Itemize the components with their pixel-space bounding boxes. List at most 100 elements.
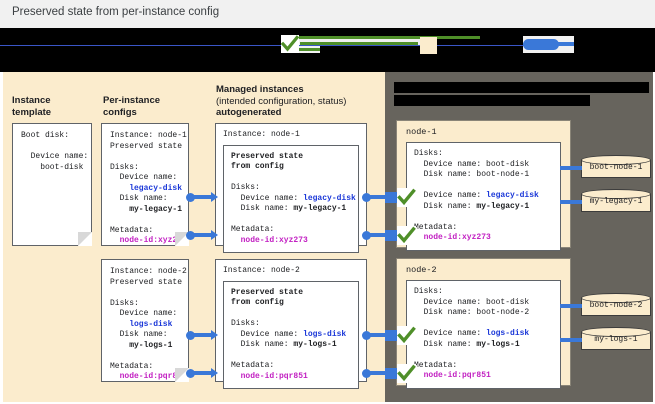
connector-line-node-1-to-boot-disk (560, 166, 582, 170)
device-name-label: Device name: (21, 152, 89, 161)
boot-disk-name: Disk name: boot-node-2 (414, 308, 530, 317)
connector-dot-managed-to-node-disk-2 (362, 331, 371, 340)
legend-green-line-icon-2 (300, 42, 418, 45)
device-name-label: Device name: (110, 173, 178, 182)
column-heading-line-1: Per-instance (103, 95, 161, 106)
node-panel-node-2: node-2 Disks: Device name: boot-disk Dis… (396, 258, 571, 389)
connector-square-managed-to-node-disk-1 (385, 192, 399, 203)
disk-label: boot-node-1 (589, 163, 643, 172)
per-instance-config-text: Instance: node-2 Preserved state Disks: … (102, 260, 188, 390)
instance-header: Instance: node-2 (110, 267, 187, 276)
instance-template-card: Boot disk: Device name: boot-disk (12, 123, 92, 246)
cylinder-top-ellipse (581, 293, 651, 303)
legend-redaction-bar-mid2 (437, 36, 523, 45)
disks-label: Disks: (110, 162, 139, 172)
connector-square-managed-to-node-meta-1 (385, 230, 399, 241)
green-check-icon-node-2-disk (397, 326, 416, 345)
connector-line-managed-to-node-disk-2 (368, 333, 386, 337)
connector-line-config-to-managed-disk-2 (192, 333, 212, 337)
connector-line-config-to-managed-meta-2 (192, 371, 212, 375)
column-heading-line-1: Instance (12, 95, 51, 106)
metadata-value: node-id:pqr851 (414, 371, 491, 380)
connector-square-managed-to-node-disk-2 (385, 330, 399, 341)
managed-instance-card-body: Instance: node-1 Preserved state from co… (216, 124, 366, 259)
device-name-value: legacy-disk (110, 183, 183, 193)
disks-label: Disks: (414, 149, 443, 158)
connector-dot-managed-to-node-meta-1 (362, 231, 371, 240)
legend-redaction-bar-right (574, 36, 655, 53)
node-title: node-1 (406, 127, 437, 137)
legend-green-line-icon (288, 36, 480, 39)
connector-square-managed-to-node-meta-2 (385, 368, 399, 379)
boot-device-name: Device name: boot-disk (414, 159, 530, 169)
green-check-icon-node-2-metadata (397, 364, 416, 383)
metadata-label: Metadata: (110, 225, 154, 235)
device-name-value: legacy-disk (303, 193, 356, 203)
disks-label: Disks: (231, 319, 260, 328)
page-fold-icon (175, 232, 189, 246)
column-heading-managed-instances: Managed instances (intended configuratio… (216, 84, 346, 119)
metadata-label: Metadata: (414, 360, 458, 370)
disk-cylinder-boot-node-1: boot-node-1 (581, 155, 651, 181)
cylinder-top-ellipse (581, 189, 651, 199)
metadata-label: Metadata: (231, 225, 275, 234)
preserved-disk-label: Disk name: (414, 339, 477, 349)
gray-panel-heading-redaction-1 (394, 82, 649, 93)
node-panel-node-1: node-1 Disks: Device name: boot-disk Dis… (396, 120, 571, 251)
preserved-device-label: Device name: (414, 329, 487, 338)
legend-divider-rule (0, 45, 655, 46)
legend-green-line-icon-3 (286, 48, 320, 51)
legend-redaction-bar-left2 (0, 46, 281, 53)
column-heading-instance-template: Instance template (12, 95, 51, 118)
column-heading-line-3: autogenerated (216, 107, 282, 118)
metadata-value: node-id:xyz273 (231, 235, 308, 245)
device-name-label: Device name: (231, 329, 304, 339)
legend-green-check-icon (281, 35, 299, 53)
legend-redaction-bar-bottom (0, 53, 655, 72)
connector-arrow-config-to-managed-meta-2 (211, 368, 218, 378)
metadata-value: node-id:xyz273 (110, 236, 187, 245)
boot-device-name: Device name: boot-disk (414, 297, 530, 307)
device-name-value: logs-disk (110, 319, 173, 329)
disk-name-value: my-legacy-1 (293, 204, 347, 213)
metadata-value: node-id:pqr851 (110, 372, 187, 381)
cylinder-top-ellipse (581, 327, 651, 337)
title-bar: Preserved state from per-instance config (0, 0, 655, 28)
connector-line-managed-to-node-meta-1 (368, 233, 386, 237)
legend-cream-square-icon (420, 37, 437, 54)
instance-header: Instance: node-1 (223, 130, 300, 139)
column-heading-line-2: (intended configuration, status) (216, 95, 347, 107)
legend-strip (0, 28, 655, 72)
connector-dot-config-to-managed-disk-1 (186, 193, 195, 202)
green-check-icon-node-1-disk (397, 188, 416, 207)
device-name-label: Device name: (231, 193, 304, 203)
disk-name-label: Disk name: (231, 204, 294, 213)
disk-name-value: my-logs-1 (110, 340, 173, 350)
connector-line-node-2-to-boot-disk (560, 304, 582, 308)
disk-name-value: my-logs-1 (293, 340, 337, 349)
per-instance-config-card-node-2: Instance: node-2 Preserved state Disks: … (101, 259, 189, 382)
boot-disk-name: Disk name: boot-node-1 (414, 170, 530, 179)
preserved-disk-label: Disk name: (414, 201, 477, 211)
disk-cylinder-my-logs-1: my-logs-1 (581, 327, 654, 353)
disk-name-label: Disk name: (110, 330, 168, 339)
disks-label: Disks: (110, 298, 139, 308)
instance-header: Instance: node-2 (223, 266, 300, 275)
connector-dot-config-to-managed-meta-2 (186, 369, 195, 378)
managed-instance-card-node-1: Instance: node-1 Preserved state from co… (215, 123, 367, 253)
preserved-state-inner-box: Preserved state from config Disks: Devic… (223, 280, 359, 389)
column-heading-line-2: configs (103, 106, 137, 118)
metadata-value: node-id:xyz273 (414, 233, 491, 242)
column-heading-line-2: template (12, 106, 52, 118)
legend-redaction-bar-mid3 (437, 46, 523, 53)
disk-label: boot-node-2 (589, 301, 643, 310)
connector-line-node-2-to-preserved-disk (560, 338, 582, 342)
preserved-device-value: logs-disk (486, 329, 530, 338)
node-details-box: Disks: Device name: boot-disk Disk name:… (406, 142, 561, 251)
inner-title-line-1: Preserved state (231, 151, 304, 161)
legend-redaction-bar-left (0, 36, 281, 45)
inner-title-line-2: from config (231, 162, 284, 171)
per-instance-config-card-node-1: Instance: node-1 Preserved state Disks: … (101, 123, 189, 246)
legend-blue-line-icon (552, 42, 574, 46)
inner-title-line-1: Preserved state (231, 287, 304, 297)
